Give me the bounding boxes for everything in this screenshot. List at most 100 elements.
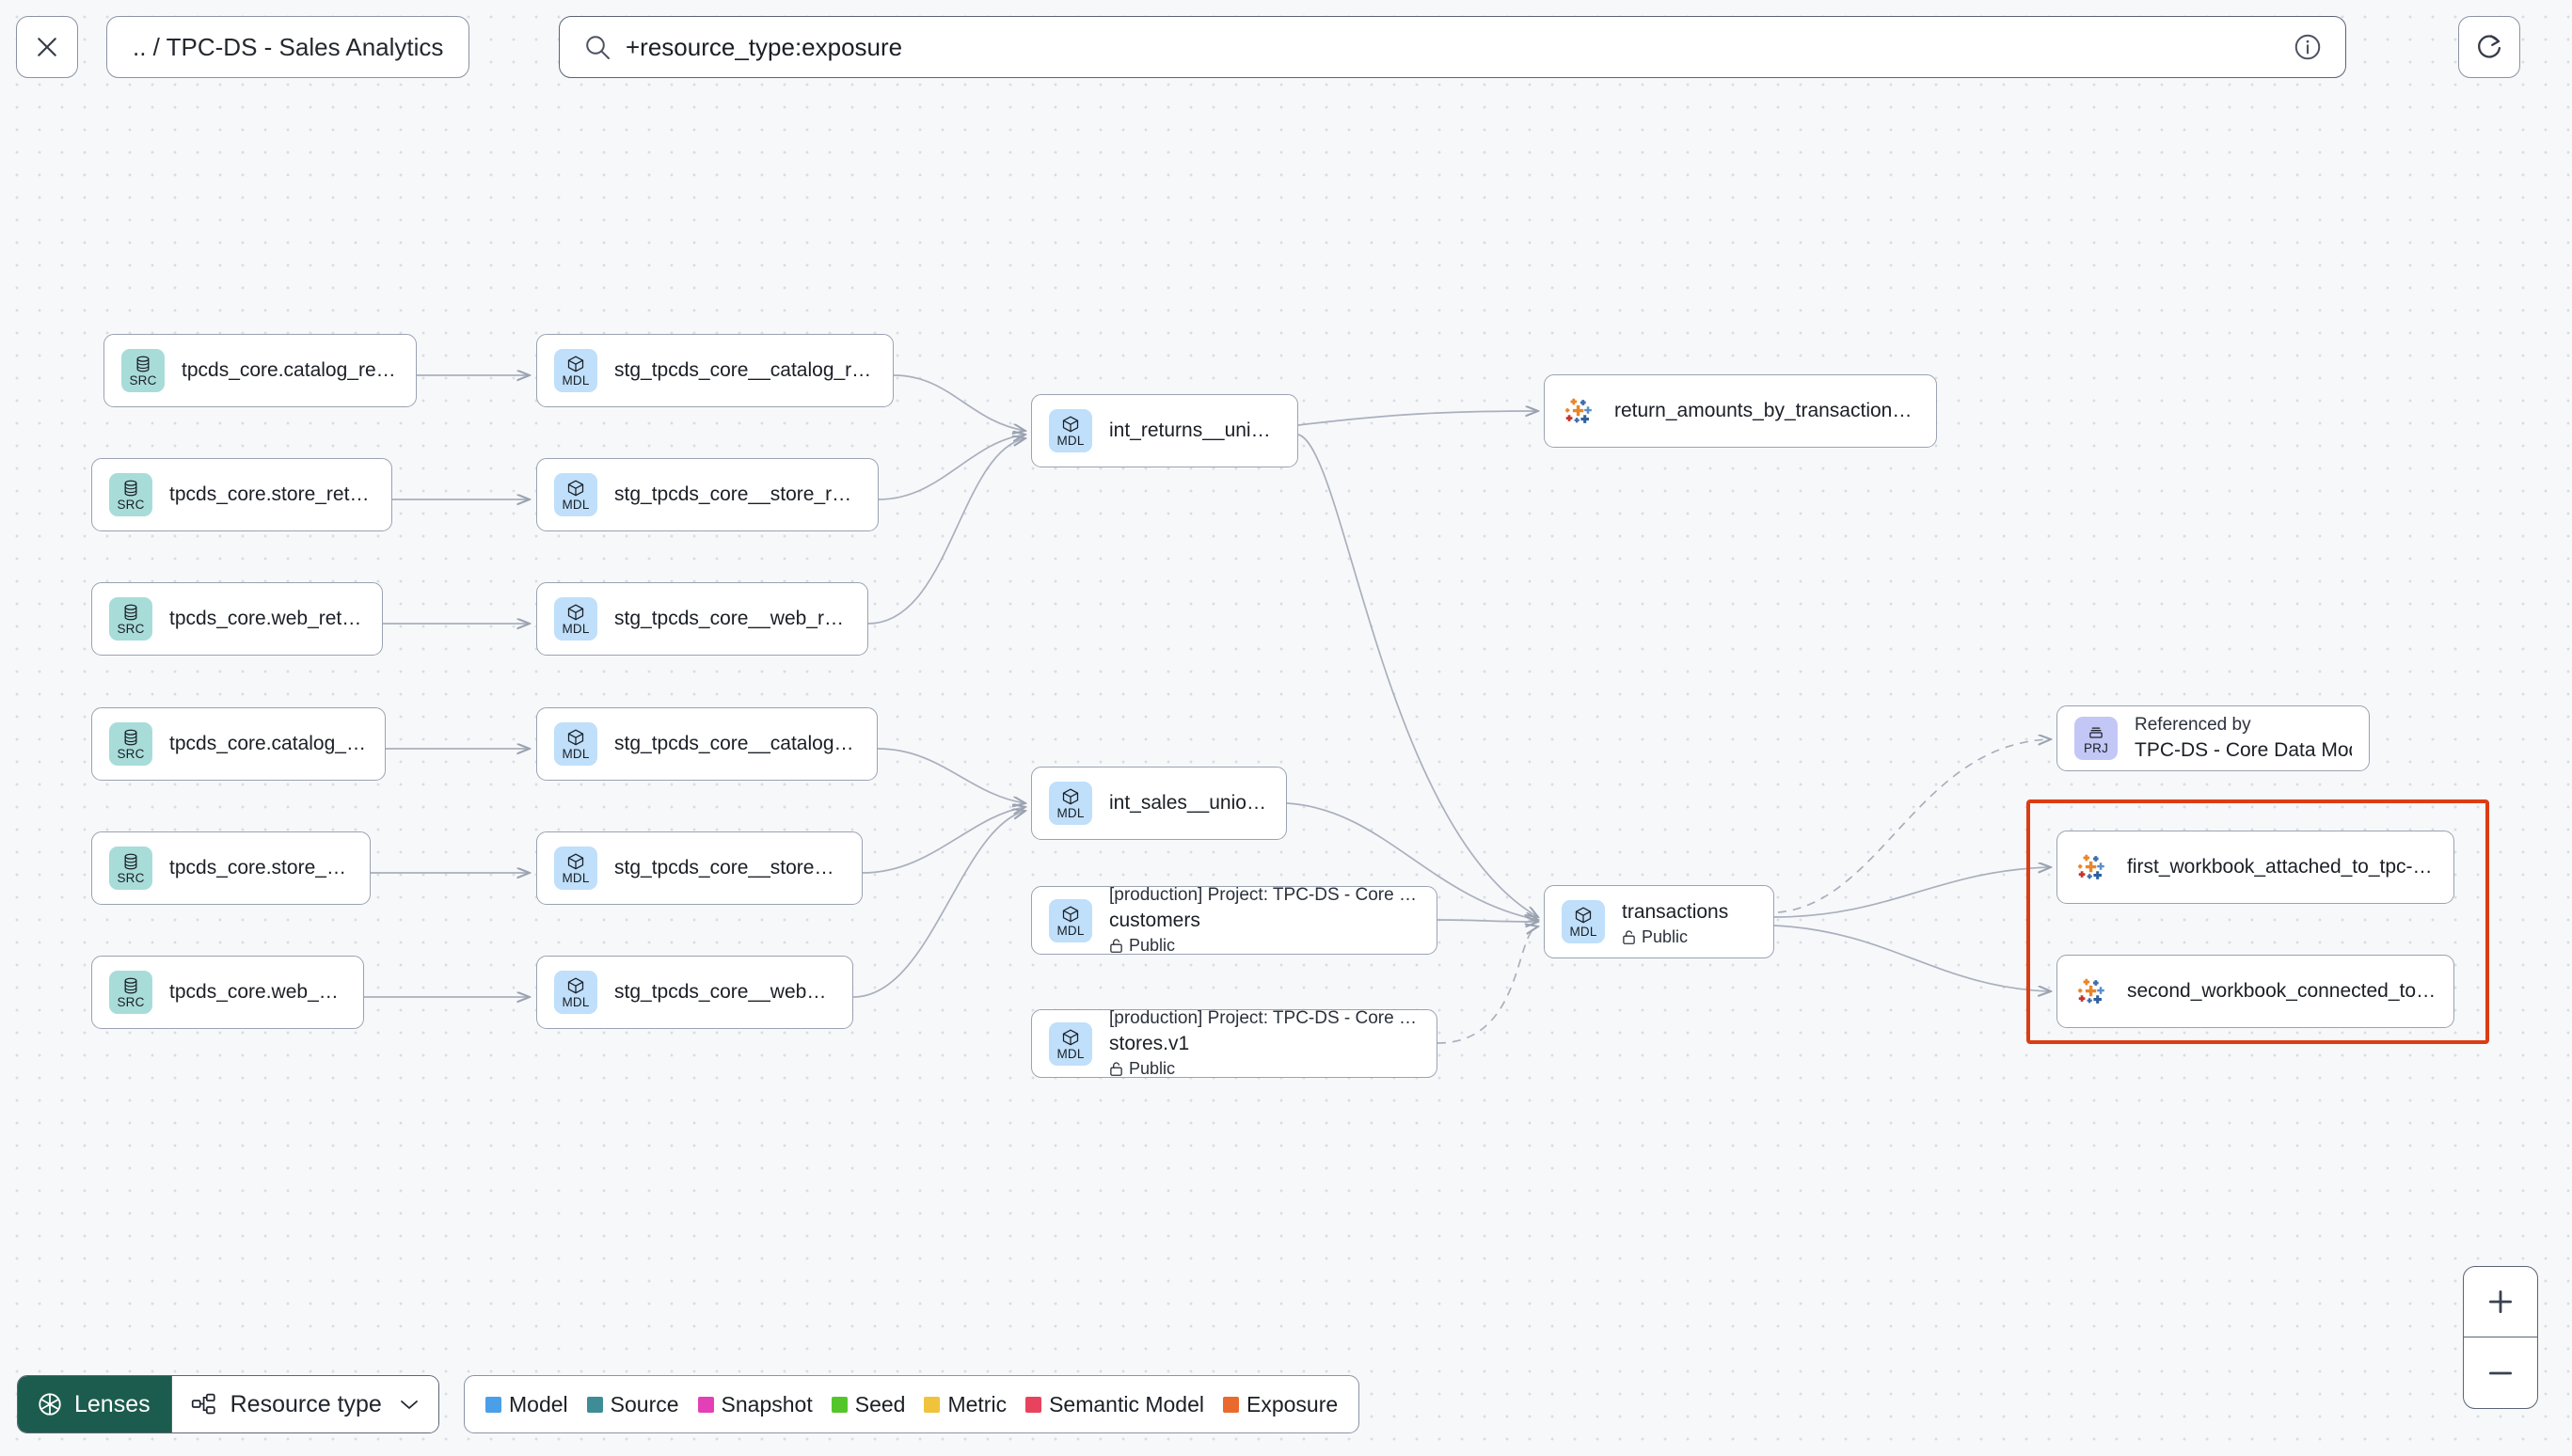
node-label: tpcds_core.web_returns <box>169 608 365 629</box>
unlock-icon <box>1110 1062 1122 1076</box>
model-badge: MDL <box>554 473 597 516</box>
node-stg-catalog-returns[interactable]: MDL stg_tpcds_core__catalog_returns <box>536 334 894 407</box>
database-icon <box>124 604 137 621</box>
legend-swatch-source <box>586 1396 603 1413</box>
hierarchy-icon <box>191 1393 215 1415</box>
model-badge: MDL <box>1562 900 1605 943</box>
reference-title: Referenced by <box>2135 715 2251 735</box>
node-label: tpcds_core.store_sales <box>169 857 353 878</box>
plus-icon <box>2488 1290 2513 1314</box>
node-stores-v1[interactable]: MDL [production] Project: TPC-DS - Core … <box>1031 1008 1437 1079</box>
breadcrumb[interactable]: .. / TPC-DS - Sales Analytics <box>106 16 470 78</box>
legend-item-semantic-model: Semantic Model <box>1025 1392 1204 1417</box>
zoom-out-button[interactable] <box>2464 1337 2537 1408</box>
cube-icon <box>567 729 584 746</box>
lenses-button[interactable]: Lenses <box>18 1376 171 1432</box>
visibility-meta: Public <box>1109 1059 1420 1079</box>
node-src-web-returns[interactable]: SRC tpcds_core.web_returns <box>91 582 383 656</box>
badge-label: SRC <box>129 373 157 388</box>
lens-control-group: Lenses Resource type <box>17 1375 439 1433</box>
badge-label: MDL <box>1056 806 1085 820</box>
legend-item-model: Model <box>485 1392 568 1417</box>
resource-type-dropdown[interactable]: Resource type <box>170 1376 438 1432</box>
node-src-web-sales[interactable]: SRC tpcds_core.web_sales <box>91 956 364 1029</box>
unlock-icon <box>1623 929 1635 944</box>
model-badge: MDL <box>554 847 597 890</box>
search-icon <box>586 36 610 59</box>
legend-label: Metric <box>947 1391 1008 1416</box>
exposure-icon <box>1565 398 1592 423</box>
node-text-stack: [production] Project: TPC-DS - Core Data… <box>1109 1008 1420 1079</box>
model-badge: MDL <box>1049 898 1092 942</box>
node-return-amounts-by-transaction-type[interactable]: return_amounts_by_transaction_type <box>1544 374 1937 448</box>
source-badge: SRC <box>109 847 152 890</box>
node-customers[interactable]: MDL [production] Project: TPC-DS - Core … <box>1031 885 1437 955</box>
source-badge: SRC <box>109 597 152 641</box>
node-stg-catalog-sales[interactable]: MDL stg_tpcds_core__catalog_sales <box>536 707 878 781</box>
search-bar[interactable] <box>559 16 2346 78</box>
source-badge: SRC <box>109 473 152 516</box>
source-badge: SRC <box>109 722 152 766</box>
breadcrumb-label: .. / TPC-DS - Sales Analytics <box>133 32 444 61</box>
node-src-catalog-sales[interactable]: SRC tpcds_core.catalog_sales <box>91 707 386 781</box>
node-stg-web-sales[interactable]: MDL stg_tpcds_core__web_sales <box>536 956 853 1029</box>
badge-label: MDL <box>562 622 590 636</box>
lenses-label: Lenses <box>74 1390 151 1417</box>
database-icon <box>124 977 137 994</box>
node-int-sales-unioned[interactable]: MDL int_sales__unioned <box>1031 767 1287 840</box>
badge-label: MDL <box>562 995 590 1009</box>
legend-label: Exposure <box>1246 1391 1339 1416</box>
zoom-in-button[interactable] <box>2464 1267 2537 1337</box>
badge-label: MDL <box>562 747 590 761</box>
node-stg-store-returns[interactable]: MDL stg_tpcds_core__store_returns <box>536 458 879 531</box>
info-icon[interactable] <box>2293 32 2323 62</box>
legend-swatch-seed <box>831 1396 848 1413</box>
model-badge: MDL <box>1049 409 1092 452</box>
database-icon <box>124 480 137 497</box>
model-badge: MDL <box>554 971 597 1014</box>
node-src-store-returns[interactable]: SRC tpcds_core.store_returns <box>91 458 392 531</box>
cube-icon <box>567 604 584 621</box>
exposure-icon <box>2078 854 2104 879</box>
legend-swatch-model <box>485 1396 501 1413</box>
node-referenced-by-project[interactable]: PRJ Referenced by TPC-DS - Core Data Mod… <box>2056 705 2370 771</box>
node-int-returns-unioned[interactable]: MDL int_returns__unioned <box>1031 394 1298 467</box>
cube-icon <box>567 853 584 870</box>
cube-icon <box>1062 788 1079 805</box>
database-icon <box>124 853 137 870</box>
node-second-workbook[interactable]: second_workbook_connected_to_live… <box>2056 955 2454 1028</box>
legend-swatch-snapshot <box>697 1396 714 1413</box>
project-badge: PRJ <box>2074 717 2118 760</box>
refresh-button[interactable] <box>2458 16 2520 78</box>
cube-icon <box>567 977 584 994</box>
node-text-stack: transactions Public <box>1622 897 1728 947</box>
cube-icon <box>1062 416 1079 433</box>
node-label: stg_tpcds_core__web_returns <box>614 608 850 629</box>
badge-label: MDL <box>562 498 590 512</box>
node-stg-store-sales[interactable]: MDL stg_tpcds_core__store_sales <box>536 831 863 905</box>
legend-item-snapshot: Snapshot <box>697 1392 813 1417</box>
resource-type-label: Resource type <box>230 1390 382 1417</box>
search-input[interactable] <box>626 32 2293 62</box>
node-label: stg_tpcds_core__store_returns <box>614 483 861 505</box>
node-src-store-sales[interactable]: SRC tpcds_core.store_sales <box>91 831 371 905</box>
node-label: return_amounts_by_transaction_type <box>1614 400 1919 421</box>
node-label: tpcds_core.catalog_returns <box>182 359 399 381</box>
legend-label: Seed <box>854 1391 906 1416</box>
badge-label: PRJ <box>2083 741 2109 755</box>
node-label: stg_tpcds_core__catalog_returns <box>614 359 876 381</box>
legend-label: Source <box>610 1391 679 1416</box>
visibility-meta: Public <box>1622 927 1728 947</box>
close-button[interactable] <box>16 16 78 78</box>
node-transactions[interactable]: MDL transactions Public <box>1544 885 1774 958</box>
node-first-workbook[interactable]: first_workbook_attached_to_tpc-ds_-_… <box>2056 831 2454 904</box>
node-src-catalog-returns[interactable]: SRC tpcds_core.catalog_returns <box>103 334 417 407</box>
project-path: [production] Project: TPC-DS - Core Data… <box>1109 1008 1420 1028</box>
node-label: int_sales__unioned <box>1109 792 1269 814</box>
model-badge: MDL <box>554 597 597 641</box>
node-label: TPC-DS - Core Data Models <box>2135 739 2352 761</box>
legend-swatch-exposure <box>1223 1396 1239 1413</box>
node-stg-web-returns[interactable]: MDL stg_tpcds_core__web_returns <box>536 582 868 656</box>
